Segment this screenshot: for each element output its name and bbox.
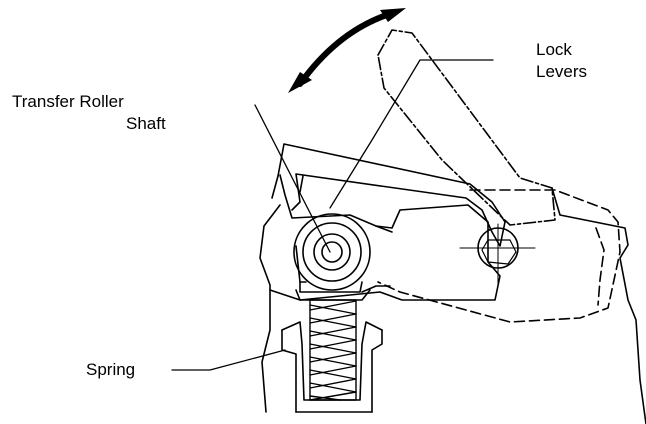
lock-levers-leader bbox=[329, 59, 494, 209]
pivot-pin bbox=[459, 223, 536, 286]
lock-levers-label-line1: Lock bbox=[536, 40, 572, 59]
lock-lever-raised-outline bbox=[377, 29, 556, 226]
lock-lever-lowered bbox=[277, 143, 506, 247]
transfer-roller-shaft bbox=[293, 213, 371, 291]
shaft-leader bbox=[254, 104, 331, 253]
lock-levers-label-line2: Levers bbox=[536, 62, 588, 81]
frame-body bbox=[269, 174, 501, 301]
transfer-roller-shaft-label-line1: Transfer Roller bbox=[12, 92, 124, 111]
housing-dashed bbox=[377, 189, 621, 323]
bearing-seat bbox=[299, 281, 363, 293]
outer-casing bbox=[259, 204, 281, 413]
spring-leader bbox=[171, 349, 286, 371]
coil-spring bbox=[309, 299, 357, 401]
spring-label: Spring bbox=[86, 360, 136, 379]
right-frame-outline bbox=[551, 187, 646, 424]
rotation-arrow bbox=[288, 8, 406, 93]
leader-lines bbox=[171, 59, 494, 371]
transfer-roller-shaft-label-line2: Shaft bbox=[126, 114, 166, 133]
